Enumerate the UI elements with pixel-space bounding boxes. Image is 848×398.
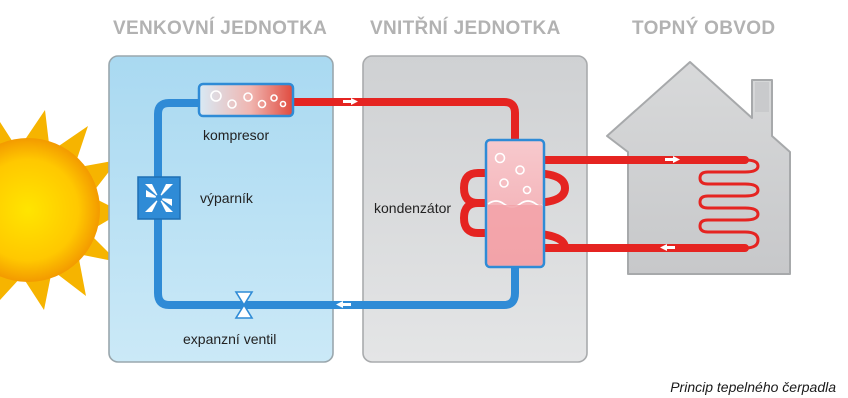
flow-arrows <box>336 98 680 308</box>
house-icon <box>606 61 791 275</box>
heating-coil-icon <box>698 158 760 250</box>
indoor-unit-panel <box>362 55 588 363</box>
condenser-unit <box>484 138 546 269</box>
compressor-label: kompresor <box>203 127 269 143</box>
cold-refrigerant-pipe <box>154 99 519 309</box>
diagram-caption: Princip tepelného čerpadla <box>670 379 836 395</box>
evaporator-fan-icon <box>137 176 181 220</box>
evaporator-label: výparník <box>200 190 254 206</box>
flow-arrow-icon <box>660 244 675 251</box>
outdoor-unit-title: VENKOVNÍ JEDNOTKA <box>113 17 327 39</box>
condenser-label: kondenzátor <box>374 200 451 216</box>
sun-icon <box>0 110 122 310</box>
outdoor-unit-panel <box>108 55 334 363</box>
heating-circuit-title: TOPNÝ OBVOD <box>632 17 775 39</box>
expansion-valve-label: expanzní ventil <box>183 331 276 347</box>
flow-arrow-icon <box>336 301 351 308</box>
flow-arrow-icon <box>343 98 358 105</box>
hot-refrigerant-pipe <box>289 98 519 144</box>
compressor-unit <box>197 82 295 118</box>
flow-arrow-icon <box>665 156 680 163</box>
indoor-unit-title: VNITŘNÍ JEDNOTKA <box>370 17 561 39</box>
expansion-valve-icon <box>234 291 254 319</box>
